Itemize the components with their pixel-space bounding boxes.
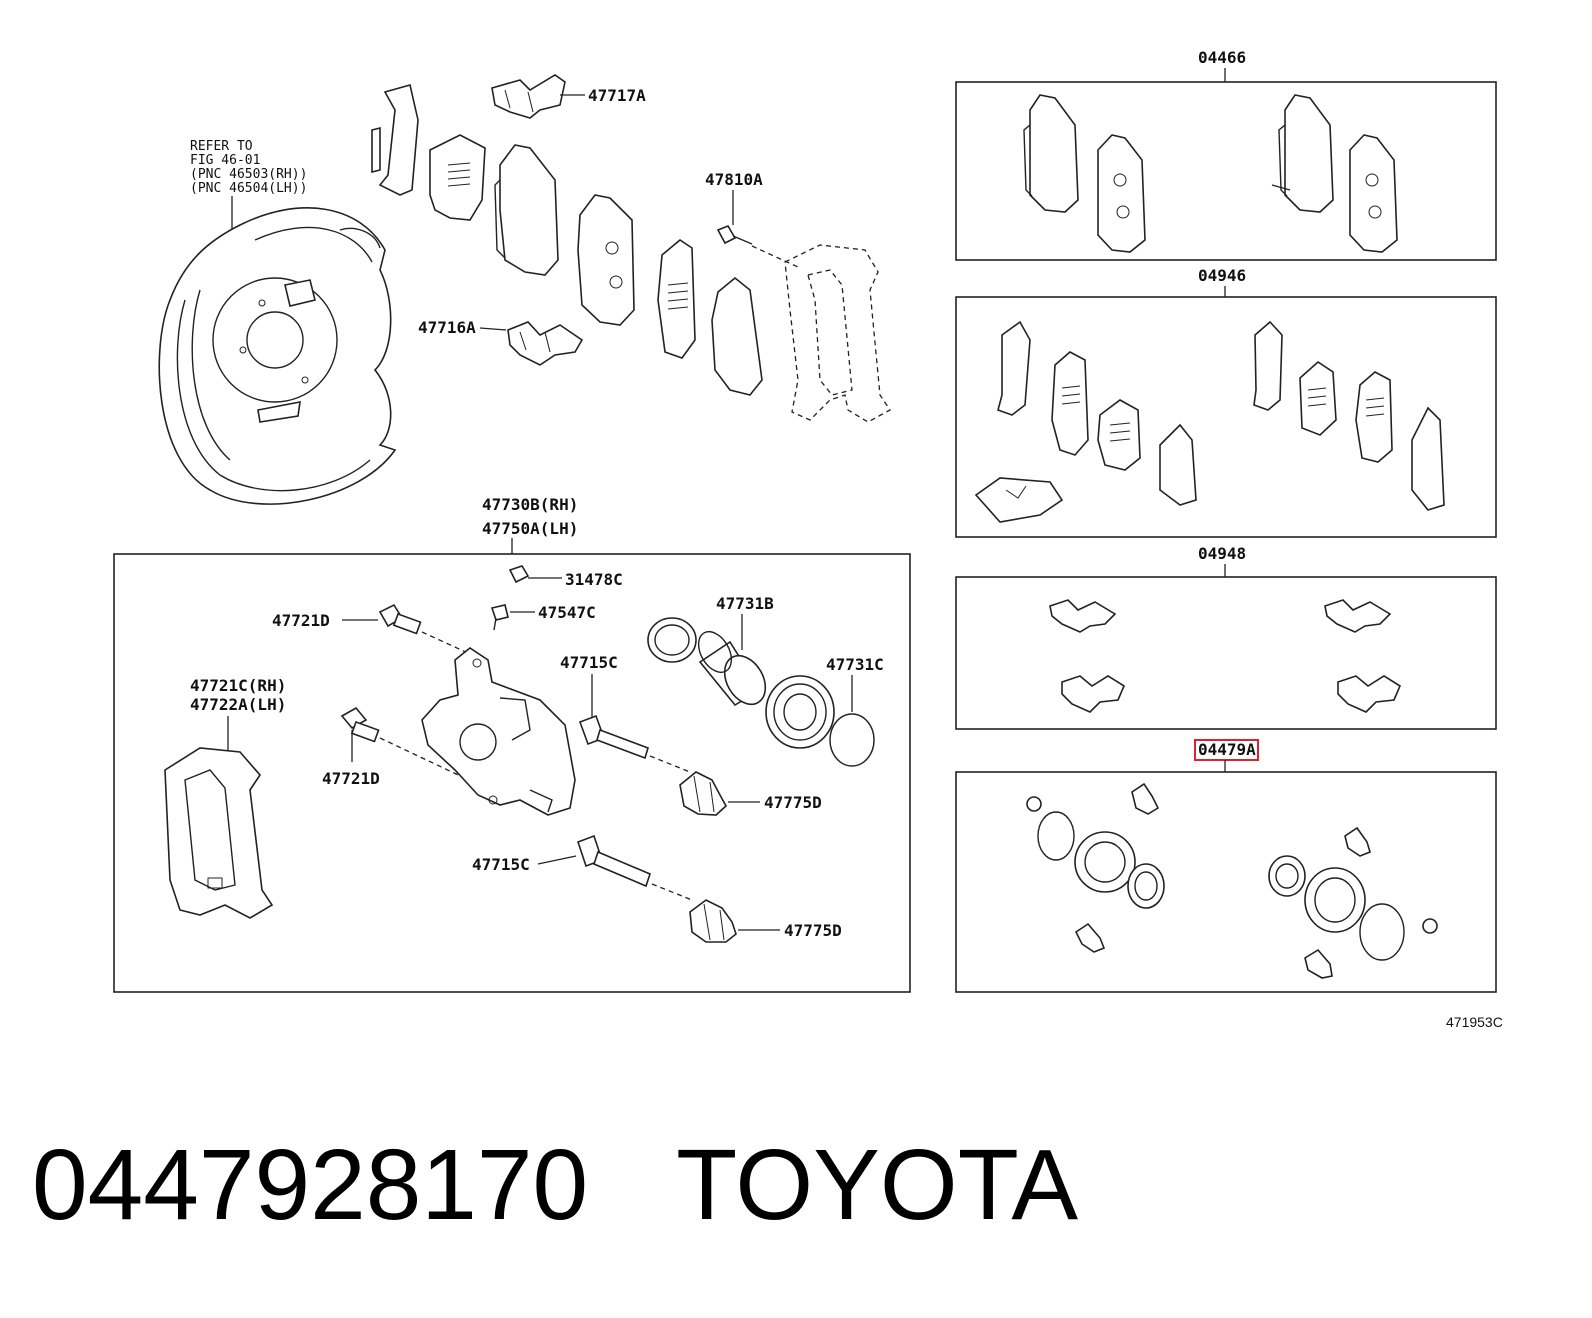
kit-04946-box [955, 296, 1497, 538]
caliper-assembly-box [113, 553, 911, 993]
label-47721D-lower: 47721D [322, 769, 380, 788]
kit-04479A-highlight [1194, 739, 1259, 761]
label-47775D-lower: 47775D [784, 921, 842, 940]
anti-squeal-clip-lower: 47716A [418, 318, 584, 366]
refer-note-line-4: (PNC 46504(LH)) [190, 181, 307, 196]
label-47731B: 47731B [716, 594, 774, 613]
label-47717A: 47717A [588, 86, 646, 105]
label-47715C-upper: 47715C [560, 653, 618, 672]
disc-brake-dust-cover [158, 207, 397, 505]
kit-04466-pads [1023, 94, 1398, 253]
label-47721D-upper: 47721D [272, 611, 330, 630]
label-47722A-lh: 47722A(LH) [190, 695, 286, 714]
bleeder-cap: 31478C [508, 565, 623, 589]
label-47775D-upper: 47775D [764, 793, 822, 812]
anti-squeal-clip-upper: 47717A [491, 74, 646, 119]
kit-04479A-seals [1026, 782, 1438, 979]
kit-04946-shims [974, 320, 1445, 523]
label-47810A: 47810A [705, 170, 763, 189]
label-31478C: 31478C [565, 570, 623, 589]
part-number: 0447928170 [32, 1129, 589, 1241]
label-47547C: 47547C [538, 603, 596, 622]
refer-note: REFER TO FIG 46-01 (PNC 46503(RH)) (PNC … [190, 139, 307, 240]
disc-brake-mounting: 47721C(RH) 47722A(LH) [164, 676, 286, 919]
slide-pin-upper: 47715C [560, 653, 691, 773]
set-ring: 47731C [826, 655, 884, 767]
piston-seal [647, 617, 697, 663]
kit-04948-clips [1049, 599, 1402, 713]
label-47731C: 47731C [826, 655, 884, 674]
slide-bushing-dust-boot-upper: 47775D [679, 771, 822, 816]
cylinder-boot [765, 675, 835, 749]
label-kit-04948: 04948 [1198, 544, 1246, 563]
torque-plate-bolt: 47810A [705, 170, 891, 423]
brand-name: TOYOTA [676, 1129, 1079, 1241]
kit-04479A-box [955, 771, 1497, 993]
label-47721C-rh: 47721C(RH) [190, 676, 286, 695]
label-47730B-rh: 47730B(RH) [482, 495, 578, 514]
label-kit-04946: 04946 [1198, 266, 1246, 285]
figure-id: 471953C [1446, 1014, 1503, 1030]
kit-04466-box [955, 81, 1497, 261]
piston: 47731B [697, 594, 774, 707]
pad-shims-top [371, 84, 763, 396]
slide-bushing-dust-boot-lower: 47775D [689, 899, 842, 943]
label-47716A: 47716A [418, 318, 476, 337]
bleeder-plug: 47547C [490, 603, 596, 631]
cylinder-bolt-upper: 47721D [272, 603, 471, 655]
label-kit-04479A[interactable]: 04479A [1198, 740, 1256, 759]
label-47750A-lh: 47750A(LH) [482, 519, 578, 538]
refer-note-line-3: (PNC 46503(RH)) [190, 167, 307, 182]
refer-note-line-2: FIG 46-01 [190, 153, 260, 168]
label-47715C-lower: 47715C [472, 855, 530, 874]
slide-pin-lower: 47715C [472, 834, 693, 901]
kit-04948-box [955, 576, 1497, 730]
refer-note-line-1: REFER TO [190, 139, 253, 154]
caliper-body [421, 647, 576, 816]
label-kit-04466: 04466 [1198, 48, 1246, 67]
